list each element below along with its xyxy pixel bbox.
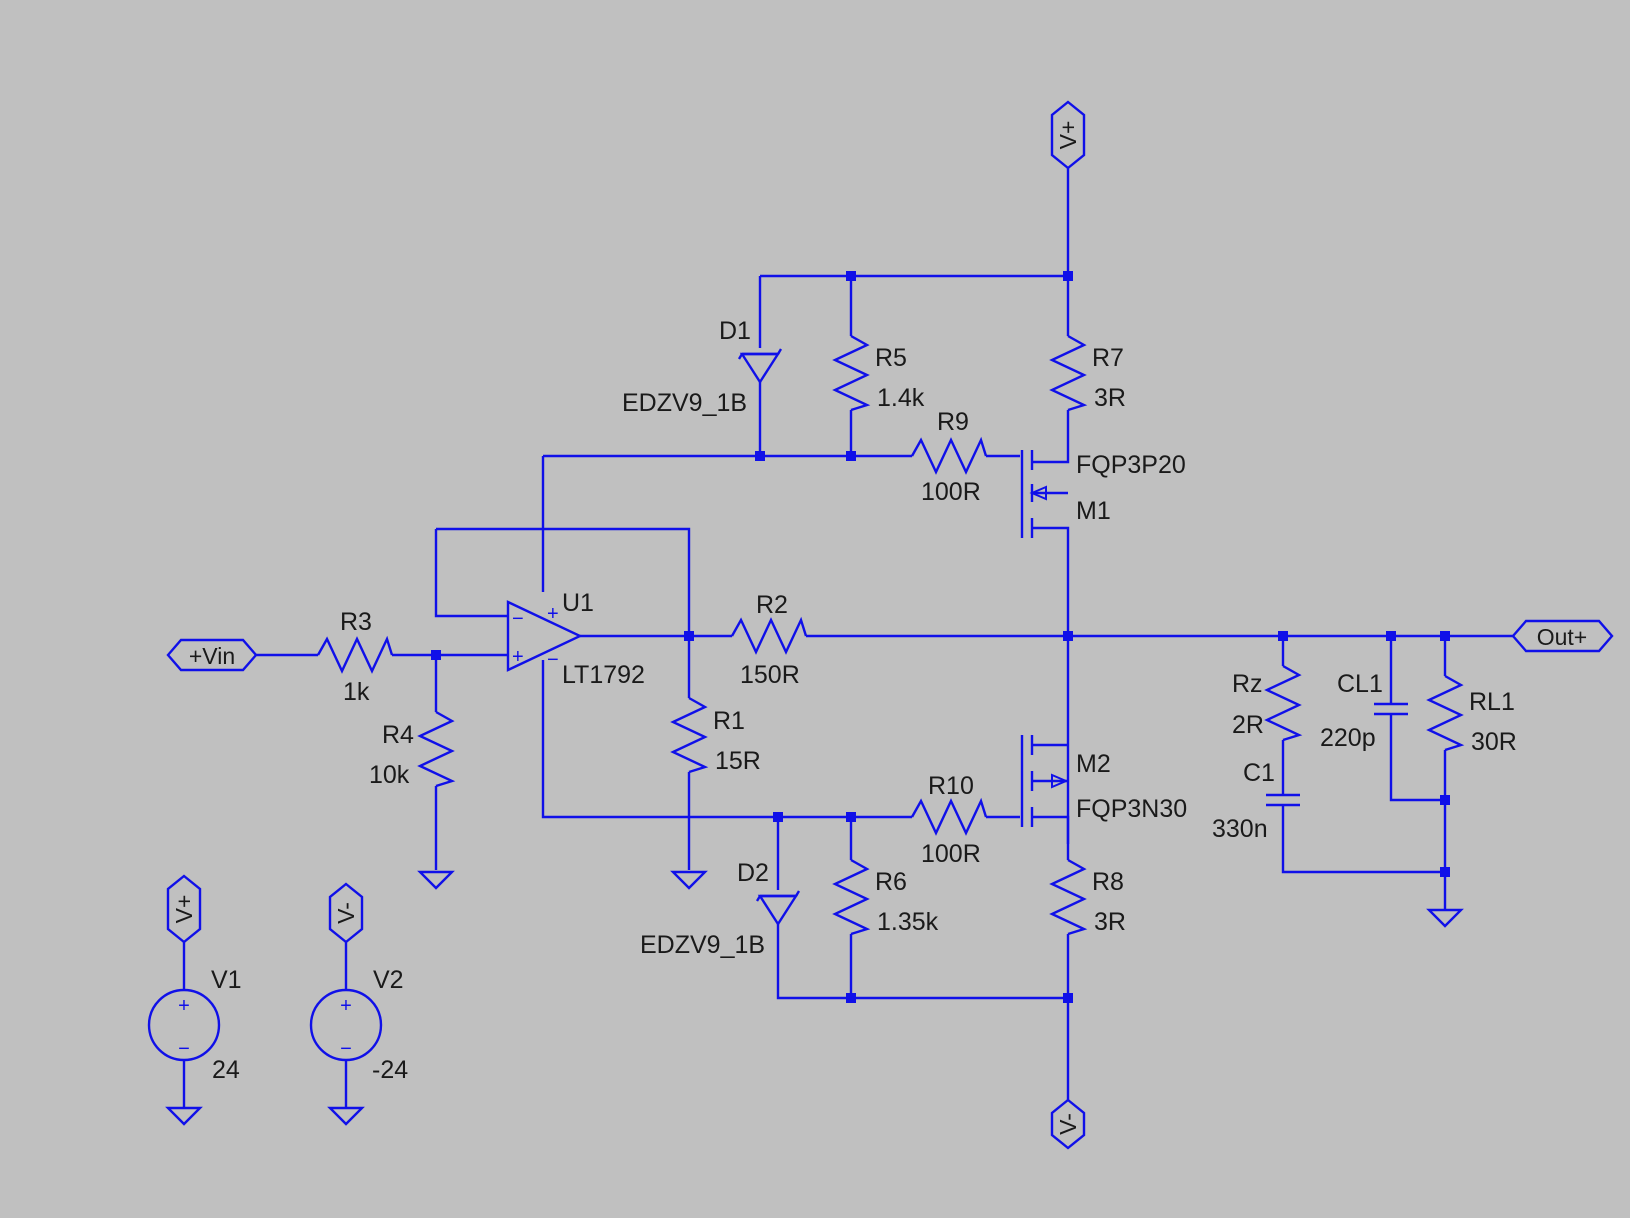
vminus-bottom-flag-label: V- xyxy=(1055,1113,1081,1135)
vin-flag-label: +Vin xyxy=(189,643,235,669)
v1-plus-symbol: + xyxy=(178,995,190,1017)
v1-flag-label: V+ xyxy=(171,895,197,924)
v2-minus-symbol: − xyxy=(340,1038,352,1060)
net-flag-v2: V- xyxy=(328,882,364,944)
ground-icon xyxy=(1426,908,1464,928)
r1-value: 15R xyxy=(715,747,761,775)
net-flag-vplus-top: V+ xyxy=(1050,100,1086,170)
r5-value: 1.4k xyxy=(877,384,925,412)
resistor-r4: R4 10k xyxy=(369,710,456,789)
r2-ref: R2 xyxy=(756,591,788,619)
c1-ref: C1 xyxy=(1243,759,1275,787)
rl1-ref: RL1 xyxy=(1469,688,1515,716)
r10-value: 100R xyxy=(921,840,981,868)
resistor-r8: R8 3R xyxy=(1049,858,1126,936)
r10-ref: R10 xyxy=(928,772,974,800)
resistor-r10: R10 100R xyxy=(910,772,988,868)
r8-value: 3R xyxy=(1094,908,1126,936)
opamp-u1: − + + − U1 LT1792 xyxy=(506,589,645,689)
v1-ref: V1 xyxy=(211,966,242,994)
r3-ref: R3 xyxy=(340,608,372,636)
m2-value: FQP3N30 xyxy=(1076,795,1187,823)
m1-value: FQP3P20 xyxy=(1076,451,1186,479)
resistor-r6: R6 1.35k xyxy=(832,858,939,936)
resistor-r3: R3 1k xyxy=(316,608,394,706)
resistor-r5: R5 1.4k xyxy=(832,334,925,412)
v2-plus-symbol: + xyxy=(340,995,352,1017)
resistor-r1: R1 15R xyxy=(670,696,761,775)
vplus-top-flag-label: V+ xyxy=(1055,121,1081,150)
d1-value: EDZV9_1B xyxy=(622,389,747,417)
ground-symbols xyxy=(165,870,1464,1126)
rz-value: 2R xyxy=(1232,711,1264,739)
net-flag-out: Out+ xyxy=(1511,619,1614,653)
cl1-value: 220p xyxy=(1320,724,1376,752)
v2-flag-label: V- xyxy=(333,902,359,924)
ground-icon xyxy=(165,1106,203,1126)
zener-diode-d1: D1 EDZV9_1B xyxy=(622,317,783,417)
resistor-r9: R9 100R xyxy=(910,408,988,506)
mosfet-m2: M2 FQP3N30 xyxy=(1020,735,1187,827)
u1-ref: U1 xyxy=(562,589,594,617)
r6-ref: R6 xyxy=(875,868,907,896)
opamp-noninverting-pin-symbol: + xyxy=(512,646,524,668)
r4-value: 10k xyxy=(369,761,410,789)
c1-value: 330n xyxy=(1212,815,1268,843)
r5-ref: R5 xyxy=(875,344,907,372)
capacitor-c1: C1 330n xyxy=(1212,759,1300,843)
zener-diode-d2: D2 EDZV9_1B xyxy=(640,859,801,959)
mosfet-m1: FQP3P20 M1 xyxy=(1020,450,1186,538)
r7-ref: R7 xyxy=(1092,344,1124,372)
r1-ref: R1 xyxy=(713,707,745,735)
net-flag-v1: V+ xyxy=(166,874,202,944)
v1-value: 24 xyxy=(212,1056,240,1084)
r4-ref: R4 xyxy=(382,721,414,749)
d2-value: EDZV9_1B xyxy=(640,931,765,959)
v1-minus-symbol: − xyxy=(178,1038,190,1060)
r3-value: 1k xyxy=(343,678,370,706)
m2-ref: M2 xyxy=(1076,750,1111,778)
ground-icon xyxy=(670,870,708,890)
resistor-rz: Rz 2R xyxy=(1232,664,1303,742)
opamp-inverting-pin-symbol: − xyxy=(512,608,524,630)
net-flag-vminus-bottom: V- xyxy=(1050,1098,1086,1150)
r6-value: 1.35k xyxy=(877,908,939,936)
r9-ref: R9 xyxy=(937,408,969,436)
resistor-rl1: RL1 30R xyxy=(1426,674,1517,756)
ground-icon xyxy=(417,870,455,890)
resistor-r7: R7 3R xyxy=(1049,334,1126,412)
r7-value: 3R xyxy=(1094,384,1126,412)
out-flag-label: Out+ xyxy=(1537,624,1588,650)
voltage-source-v1: + − V1 24 xyxy=(147,966,242,1084)
resistor-r2: R2 150R xyxy=(730,591,808,689)
v2-value: -24 xyxy=(372,1056,408,1084)
d2-ref: D2 xyxy=(737,859,769,887)
junctions xyxy=(431,271,1450,1003)
capacitor-cl1: CL1 220p xyxy=(1320,670,1408,752)
wires xyxy=(182,168,1513,1108)
rz-ref: Rz xyxy=(1232,670,1263,698)
r8-ref: R8 xyxy=(1092,868,1124,896)
net-flag-vin: +Vin xyxy=(166,638,258,672)
opamp-supply-minus-symbol: − xyxy=(547,649,559,671)
voltage-source-v2: + − V2 -24 xyxy=(309,966,408,1084)
r2-value: 150R xyxy=(740,661,800,689)
d1-ref: D1 xyxy=(719,317,751,345)
rl1-value: 30R xyxy=(1471,728,1517,756)
u1-value: LT1792 xyxy=(562,661,645,689)
r9-value: 100R xyxy=(921,478,981,506)
opamp-supply-plus-symbol: + xyxy=(547,603,559,625)
ground-icon xyxy=(327,1106,365,1126)
m1-ref: M1 xyxy=(1076,497,1111,525)
cl1-ref: CL1 xyxy=(1337,670,1383,698)
v2-ref: V2 xyxy=(373,966,404,994)
